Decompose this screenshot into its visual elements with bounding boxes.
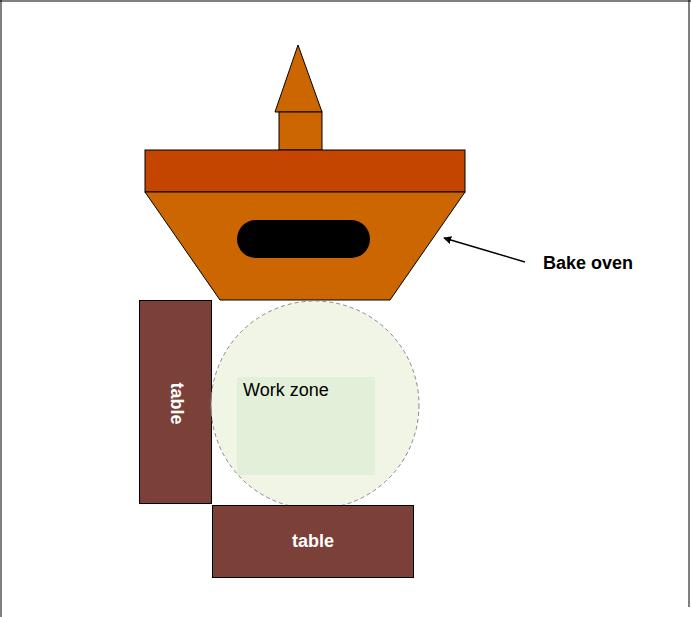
chimney: [279, 112, 322, 150]
frame-line: [0, 1, 691, 2]
frame-line: [689, 0, 690, 607]
work-zone-circle: Work zone: [210, 300, 420, 510]
work-zone-circle: [211, 301, 419, 509]
node-text: Work zone: [243, 380, 329, 401]
callout-label: Bake oven: [543, 253, 633, 274]
work-zone-area: [237, 377, 375, 475]
node-text: table: [166, 382, 187, 424]
oven-opening: [237, 220, 370, 258]
frame-line: [1, 0, 2, 617]
oven-top: [145, 150, 465, 192]
table-box: table: [212, 505, 414, 578]
zone-outline: [210, 300, 420, 510]
leader-arrow: [444, 238, 525, 262]
chimney-cap: [275, 45, 322, 112]
node-text: table: [292, 531, 334, 552]
oven-body: [145, 192, 465, 300]
table-box: table: [139, 300, 212, 504]
